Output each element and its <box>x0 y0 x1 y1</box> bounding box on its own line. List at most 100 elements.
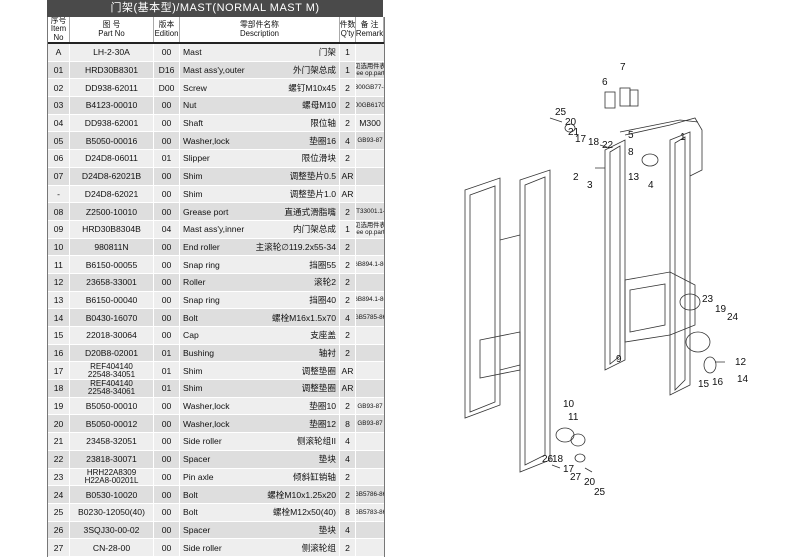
remark-cell: M300GB77-85 <box>356 79 384 96</box>
qty-cell: 4 <box>340 433 356 450</box>
description-en: Shim <box>183 171 203 182</box>
remark-cell <box>356 150 384 167</box>
item-no-cell: 23 <box>48 468 70 486</box>
table-header: 序号 Item No 图 号 Part No 版本 Edition 零部件名称 … <box>48 17 384 44</box>
edition-cell: 00 <box>154 327 180 344</box>
inner-mast-right-rail <box>669 131 691 396</box>
callout-number: 10 <box>563 399 575 410</box>
remark-cell: GB93-87 <box>356 415 384 432</box>
outer-mast-right-rail <box>519 169 551 473</box>
part-no-cell: B0430-16070 <box>70 309 154 326</box>
remark-cell <box>356 168 384 185</box>
remark-line1: M300GB77-85 <box>356 84 384 92</box>
description-cn: 调整垫圈 <box>301 365 336 376</box>
callout-number: 21 <box>568 127 580 138</box>
header-rem-cn: 备 注 <box>360 20 379 30</box>
qty-cell: 2 <box>340 291 356 309</box>
qty-cell: AR <box>340 380 356 397</box>
item-no-cell: A <box>48 44 70 61</box>
remark-cell <box>356 239 384 256</box>
description-cn: 挡圈40 <box>309 294 336 305</box>
edition-cell: 00 <box>154 397 180 415</box>
part-no-cell: B6150-00055 <box>70 256 154 273</box>
part-no-cell: DD938-62001 <box>70 114 154 132</box>
header-edition: 版本 Edition <box>154 17 180 42</box>
callout-number: 4 <box>648 180 654 191</box>
edition-cell: 00 <box>154 486 180 503</box>
part-no-cell: B4123-00010 <box>70 97 154 114</box>
description-en: Snap ring <box>183 294 220 305</box>
part-no-cell: HRD30B8301 <box>70 61 154 79</box>
part-no-cell: D24D8-62021 <box>70 185 154 203</box>
item-no-cell: 26 <box>48 521 70 539</box>
remark-cell <box>356 274 384 291</box>
part-no: REF404140 <box>90 362 133 371</box>
description-en: Spacer <box>183 454 211 465</box>
description-en: Mast ass'y,inner <box>183 224 245 235</box>
qty-cell: 2 <box>340 256 356 273</box>
part-no-cell: 3SQJ30-00-02 <box>70 521 154 539</box>
part-no-cell: Z2500-10010 <box>70 203 154 220</box>
callout-number: 8 <box>628 147 634 158</box>
description-cn: 限位轴 <box>310 118 336 129</box>
remark-line1: GB894.1-86 <box>356 261 384 269</box>
item-no-cell: 03 <box>48 97 70 114</box>
item-no-cell: 17 <box>48 362 70 380</box>
part-no: REF404140 <box>90 380 133 389</box>
description-en: Roller <box>183 277 206 288</box>
part-no-cell: B5050-00012 <box>70 415 154 433</box>
remark-line1: GB5786-86 <box>356 491 384 499</box>
qty-cell: 2 <box>340 486 356 503</box>
header-desc-cn: 零部件名称 <box>240 20 279 30</box>
part-no-cell: HRD30B8304B <box>70 220 154 238</box>
header-pn-en: Part No <box>98 28 125 38</box>
part-no-alt: 22548-34061 <box>87 387 136 397</box>
item-no-cell: 21 <box>48 433 70 450</box>
edition-cell: 00 <box>154 44 180 61</box>
description-en: Nut <box>183 100 197 111</box>
callout-number: 19 <box>715 304 727 315</box>
description-en: Cap <box>183 330 199 341</box>
description-en: Washer,lock <box>183 418 230 429</box>
edition-cell: 01 <box>154 344 180 362</box>
callout-number: 1 <box>680 132 686 143</box>
header-pn-cn: 图 号 <box>102 20 121 30</box>
remark-cell <box>356 522 384 539</box>
remark-cell: GB93-87 <box>356 398 384 415</box>
header-no-en1: Item <box>50 24 67 34</box>
remark-cell: GB894.1-86 <box>356 256 384 273</box>
description-cn: 侧滚轮组II <box>296 436 336 447</box>
callout-number: 20 <box>565 117 577 128</box>
remark-cell <box>356 451 384 468</box>
description-en: Bolt <box>183 507 198 518</box>
description-cn: 支座盖 <box>310 330 336 341</box>
remark-cell: GB5786-86 <box>356 486 384 503</box>
qty-cell: 1 <box>340 44 356 61</box>
remark-line1: GB5785-86 <box>356 314 384 322</box>
description-en: Screw <box>183 82 207 93</box>
header-rem-en: Remark <box>356 28 384 38</box>
remark-cell <box>356 44 384 61</box>
qty-cell: 2 <box>340 150 356 167</box>
edition-cell: 04 <box>154 220 180 238</box>
remark-line1: M300 <box>359 117 381 128</box>
